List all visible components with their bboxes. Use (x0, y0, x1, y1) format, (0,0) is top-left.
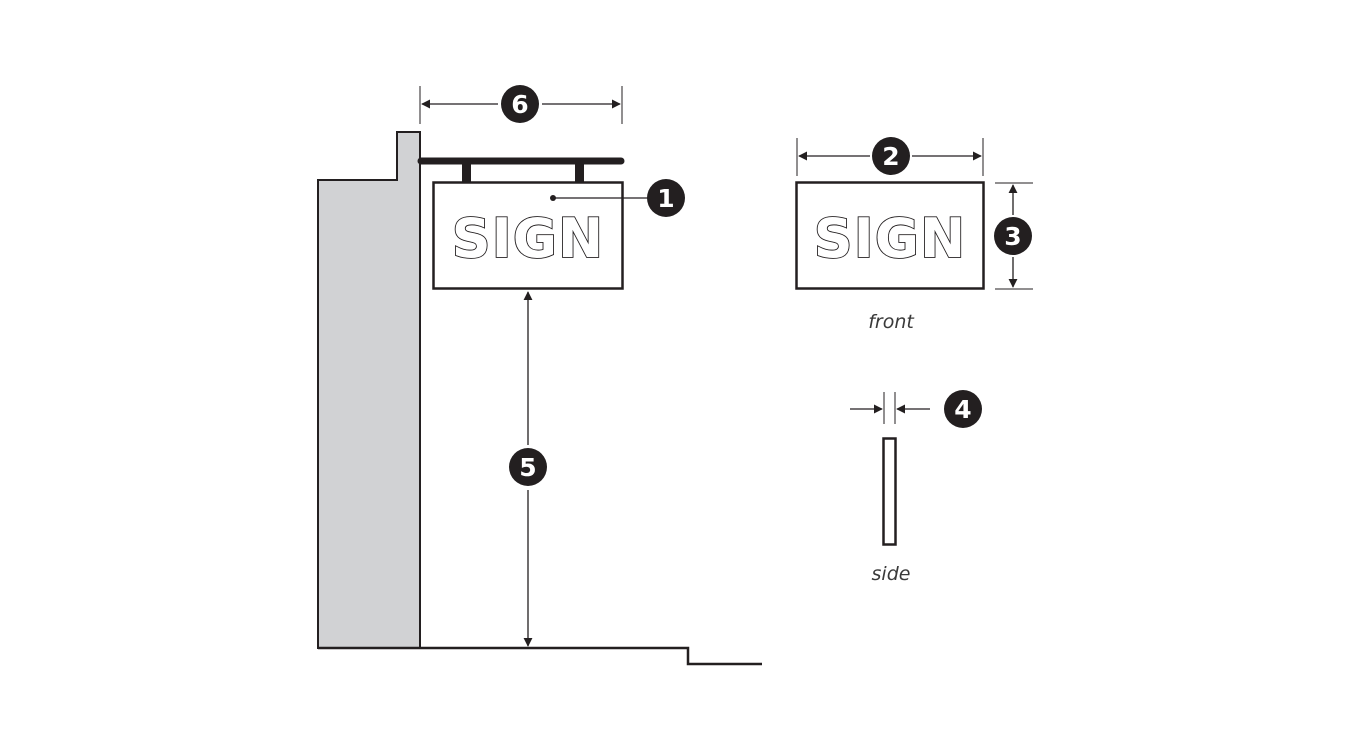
side-label: side (872, 563, 911, 585)
dimension-sign-height: 3 (994, 182, 1033, 290)
badge-4 (944, 390, 982, 428)
badge-3 (994, 217, 1032, 255)
svg-text:6: 6 (511, 90, 528, 119)
dimension-sign-width: 2 (796, 137, 984, 176)
svg-text:1: 1 (657, 184, 674, 213)
callout-sign-panel: 1 (550, 179, 685, 217)
front-view: SIGN front (795, 181, 985, 333)
ground-line (318, 646, 762, 666)
svg-text:5: 5 (519, 453, 536, 482)
badge-6 (501, 85, 539, 123)
front-label: front (868, 311, 915, 333)
dimension-clearance-height: 5 (509, 291, 547, 647)
side-sign-panel (882, 437, 897, 546)
sign-lettering: SIGN (452, 207, 605, 270)
badge-2 (872, 137, 910, 175)
dimension-bracket-projection: 6 (419, 85, 623, 124)
side-view: side (872, 437, 911, 585)
svg-text:4: 4 (954, 395, 971, 424)
svg-text:3: 3 (1004, 222, 1021, 251)
mounting-bracket (417, 157, 625, 183)
hanging-sign: SIGN (432, 181, 624, 290)
building-wall (317, 131, 421, 649)
svg-text:2: 2 (882, 142, 899, 171)
front-sign-lettering: SIGN (814, 207, 967, 270)
front-sign-panel (795, 181, 985, 290)
sign-panel (432, 181, 624, 290)
dimension-sign-thickness: 4 (850, 390, 982, 428)
badge-1 (647, 179, 685, 217)
badge-5 (509, 448, 547, 486)
